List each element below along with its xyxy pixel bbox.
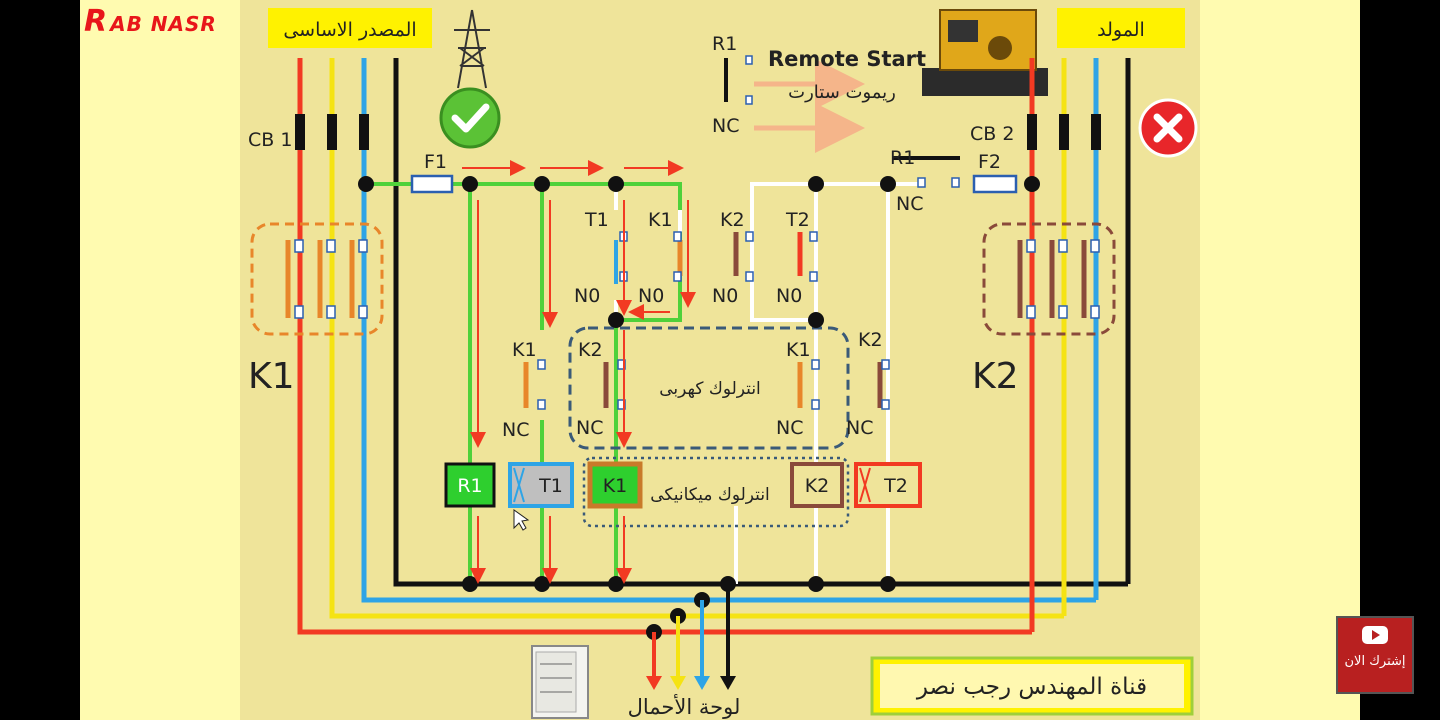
svg-text:K2: K2 [858,329,883,351]
wiring-diagram: المصدر الاساسى المولد [240,0,1200,720]
remote-start-title-ar: ريموت ستارت [788,82,896,103]
electrical-interlock: انترلوك كهربى [568,326,850,450]
svg-text:NC: NC [776,417,803,439]
svg-text:K1: K1 [512,339,537,361]
f1-fuse: F1 [410,151,454,194]
r1-contact-nc: NC [896,193,923,215]
close-circle-icon [1138,98,1198,158]
k2-contactor: K2 [972,222,1116,397]
svg-text:N0: N0 [712,285,738,307]
svg-text:NC: NC [712,115,739,137]
svg-text:R1: R1 [712,33,737,55]
coil-t1: T1 [508,462,574,508]
cb2-breaker: CB 2 [970,114,1101,150]
subscribe-label: إشترك الان [1344,654,1406,669]
coil-r1: R1 [444,462,496,508]
cb1-breaker: CB 1 [248,114,369,151]
svg-text:K1: K1 [648,209,673,231]
svg-text:K1: K1 [248,356,295,397]
svg-text:K1: K1 [786,339,811,361]
upper-contacts: T1 K1 K2 T2 N0 N0 N0 N0 [574,209,810,307]
svg-text:F1: F1 [424,151,447,173]
mechanical-interlock: انترلوك ميكانيكى [582,456,850,528]
f2-fuse: F2 [972,151,1018,194]
svg-text:CB 1: CB 1 [248,129,292,151]
svg-text:قناة المهندس رجب نصر: قناة المهندس رجب نصر [916,674,1147,700]
play-icon [1362,626,1388,644]
svg-text:F2: F2 [978,151,1001,173]
main-source-label: المصدر الاساسى [268,8,432,48]
coil-t2: T2 [854,462,922,508]
load-output-lines [646,584,736,690]
remote-start-contact: R1 NC [712,33,865,153]
svg-text:T2: T2 [785,209,810,231]
subscribe-button[interactable]: إشترك الان [1336,616,1414,694]
junction-dots [358,176,1040,640]
svg-text:T1: T1 [584,209,609,231]
k1-contactor: K1 [248,222,384,397]
svg-text:K2: K2 [805,475,830,497]
generator-label: المولد [1057,8,1185,48]
coil-k1: K1 [587,461,643,509]
svg-text:NC: NC [576,417,603,439]
svg-text:انترلوك ميكانيكى: انترلوك ميكانيكى [650,485,770,505]
channel-label: قناة المهندس رجب نصر [870,656,1194,716]
diagram-svg: المصدر الاساسى المولد [248,8,1198,719]
svg-text:المولد: المولد [1097,19,1145,41]
current-flow-arrows [462,160,696,584]
power-tower-icon [454,9,490,89]
svg-text:K2: K2 [578,339,603,361]
load-panel-icon [531,645,589,719]
svg-text:انترلوك كهربى: انترلوك كهربى [659,379,761,399]
load-panel-label: لوحة الأحمال [628,694,741,719]
check-circle-icon [439,87,501,149]
svg-text:NC: NC [846,417,873,439]
svg-text:R1: R1 [457,475,482,497]
interlock-contacts: K1 K2 K1 K2 NC NC NC NC [502,329,883,441]
svg-text:N0: N0 [574,285,600,307]
remote-start-title: Remote Start [768,47,926,71]
svg-text:K2: K2 [720,209,745,231]
svg-text:K1: K1 [603,475,628,497]
svg-text:N0: N0 [776,285,802,307]
svg-text:NC: NC [502,419,529,441]
svg-text:T2: T2 [883,475,908,497]
svg-text:T1: T1 [538,475,563,497]
coil-k2: K2 [790,462,844,508]
generator-icon [922,9,1048,96]
svg-text:CB 2: CB 2 [970,123,1014,145]
svg-text:K2: K2 [972,356,1019,397]
mouse-cursor-icon [513,509,530,531]
svg-text:N0: N0 [638,285,664,307]
r1-contact-label: R1 [890,147,915,169]
svg-text:المصدر الاساسى: المصدر الاساسى [283,19,416,41]
generator-control-wiring [734,182,920,584]
